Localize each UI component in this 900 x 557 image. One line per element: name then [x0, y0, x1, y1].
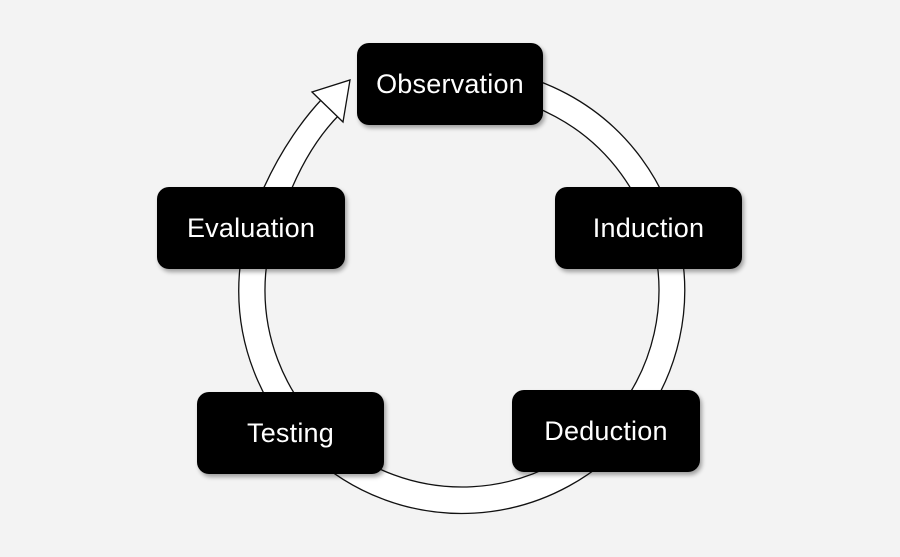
- step-induction-label: Induction: [592, 212, 705, 243]
- step-evaluation: Evaluation: [157, 187, 345, 269]
- step-observation: Observation: [357, 43, 543, 125]
- step-testing-label: Testing: [247, 417, 334, 448]
- cycle-arrowhead: [310, 79, 351, 124]
- step-deduction: Deduction: [512, 390, 700, 472]
- step-evaluation-label: Evaluation: [186, 212, 316, 243]
- cycle-arrow-shaft: [263, 98, 341, 199]
- step-observation-label: Observation: [376, 68, 524, 99]
- step-deduction-label: Deduction: [544, 415, 668, 446]
- step-testing: Testing: [197, 392, 384, 474]
- step-induction: Induction: [555, 187, 742, 269]
